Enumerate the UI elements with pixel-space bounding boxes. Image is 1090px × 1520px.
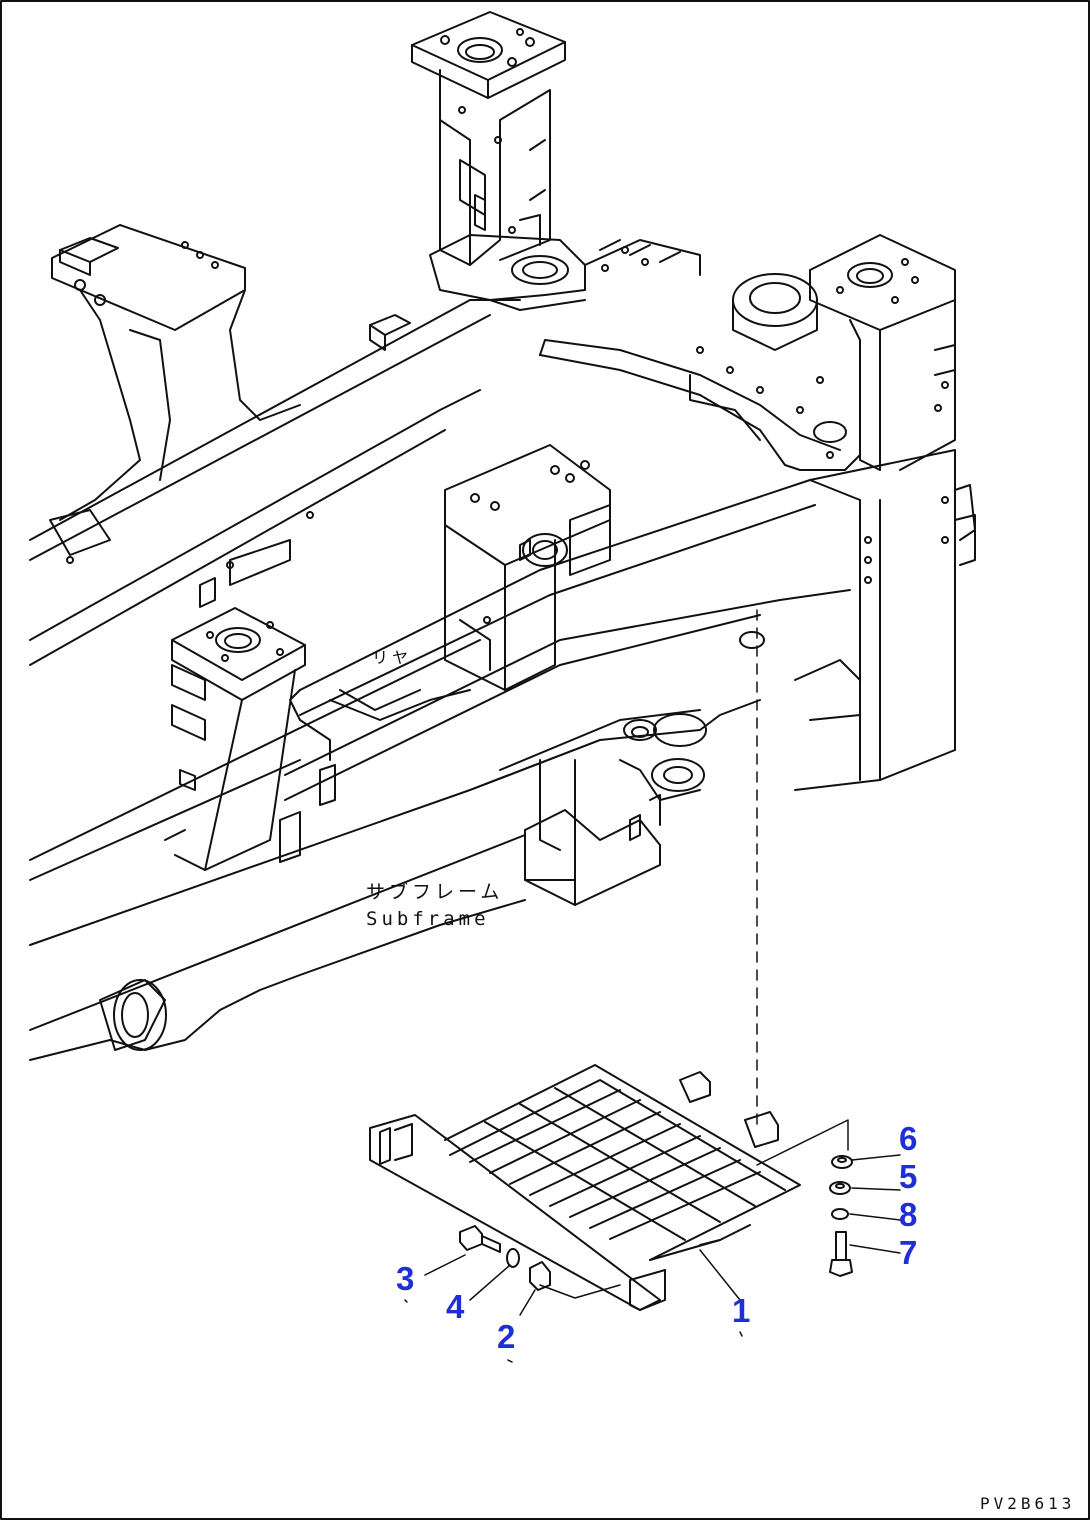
top-mount-tower (411, 11, 566, 266)
callout-4: 4 (446, 1288, 465, 1325)
rear-cross-member (429, 234, 861, 471)
callout-5: 5 (899, 1158, 918, 1195)
callout-2: 2 (497, 1318, 516, 1355)
drawing-code: PV2B613 (980, 1494, 1076, 1513)
lower-long-rail (29, 639, 601, 1061)
left-upper-bracket (51, 224, 301, 521)
hardware-right (829, 1155, 853, 1277)
callout-7: 7 (899, 1234, 918, 1271)
left-front-tower (164, 607, 306, 871)
upper-left-rail (29, 299, 521, 666)
callout-8: 8 (899, 1196, 918, 1233)
lower-cross-member (469, 699, 761, 906)
central-box-tower (444, 444, 611, 691)
callout-6: 6 (899, 1120, 918, 1157)
leader-lines (404, 1119, 901, 1363)
main-center-rail (279, 479, 861, 863)
subframe-label-english: Subframe (366, 908, 490, 930)
frame-note-label: リヤ (372, 648, 413, 667)
step-grating-assembly (369, 1064, 801, 1311)
right-mount-tower (809, 234, 956, 471)
assembly-dashes (444, 529, 758, 1131)
callout-3: 3 (396, 1260, 415, 1297)
subframe-label-japanese: サブフレーム (366, 881, 504, 903)
callout-1: 1 (732, 1292, 751, 1329)
right-main-frame (739, 449, 976, 791)
hardware-left (459, 1225, 551, 1291)
